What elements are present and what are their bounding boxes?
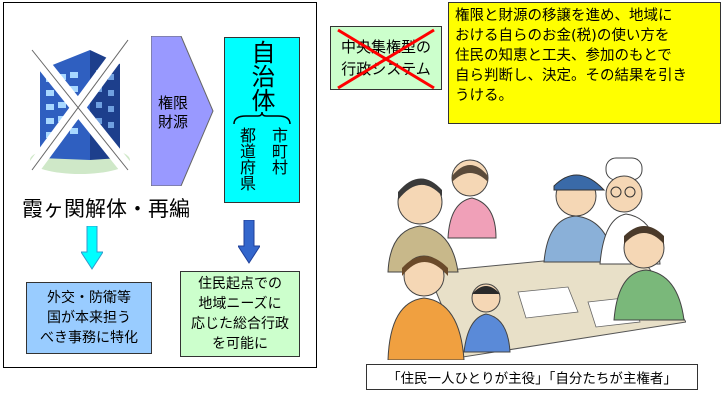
transfer-arrow — [151, 36, 214, 186]
dismantle-caption: 霞ヶ関解体・再編 — [22, 197, 190, 221]
national-role-box: 外交・防衛等 国が本来担う べき事務に特化 — [26, 282, 152, 354]
red-cross-icon — [337, 28, 435, 90]
prefecture-label: 都道府県 — [237, 127, 256, 191]
government-building-icon — [26, 35, 134, 175]
slogan-box: 「住民一人ひとりが主役」「自分たちが主権者」 — [366, 364, 698, 390]
municipality-label: 市町村 — [269, 127, 288, 175]
down-arrow-left — [81, 226, 103, 270]
brace — [233, 112, 291, 125]
jichitai-box — [224, 37, 300, 203]
down-arrow-right — [238, 220, 260, 264]
community-meeting-illustration — [387, 157, 686, 360]
local-role-box: 住民起点での 地域ニーズに 応じた総合行政 を可能に — [180, 271, 300, 357]
jichitai-label: 自治体 — [247, 40, 275, 112]
decentralization-note: 権限と財源の移譲を進め、地域に おける自らのお金(税)の使い方を 住民の知恵と工… — [448, 2, 721, 124]
arrow-label: 権限 財源 — [158, 94, 189, 131]
